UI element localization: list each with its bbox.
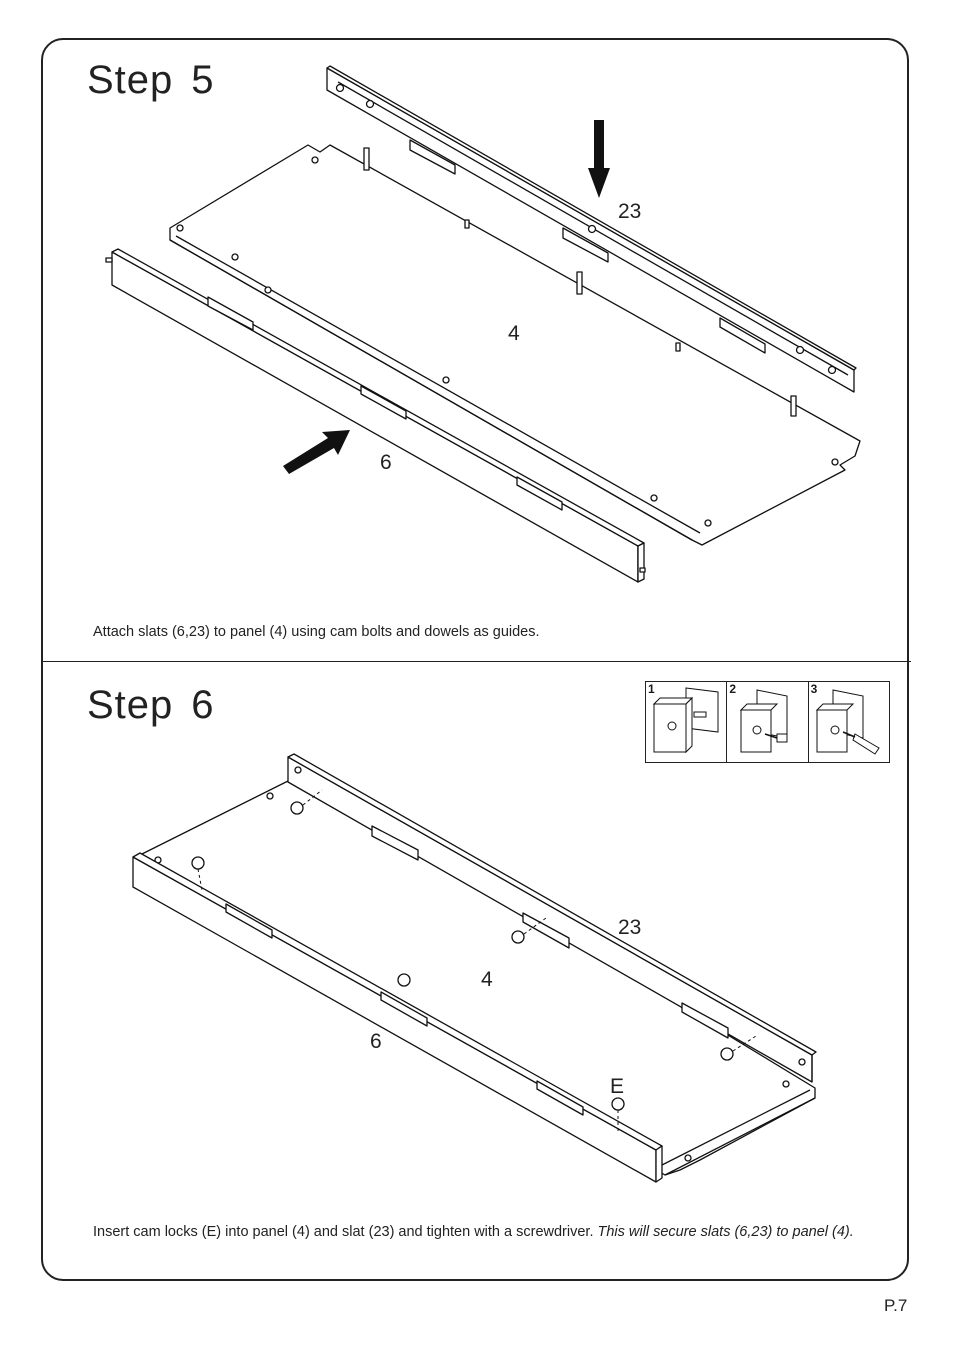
callout-6: 6 (370, 1030, 382, 1053)
cam-lock-inset: 1 2 3 (645, 681, 890, 763)
step5-word: Step (87, 58, 174, 102)
step6-instruction-italic: This will secure slats (6,23) to panel (… (597, 1224, 854, 1240)
callout-6: 6 (380, 451, 392, 474)
step5-arrows (283, 120, 610, 474)
callout-4: 4 (481, 968, 493, 991)
step5-number: 5 (191, 58, 215, 102)
inset-step-3-number: 3 (810, 682, 818, 696)
step6-instruction-main: Insert cam locks (E) into panel (4) and … (93, 1224, 598, 1240)
inset-step-2-number: 2 (729, 682, 737, 696)
step6-title: Step 6 (87, 683, 215, 728)
inset-step-2: 2 (727, 682, 809, 762)
step5-diagram: 23 4 6 (105, 65, 861, 583)
panel-4 (169, 144, 861, 546)
step6-instruction: Insert cam locks (E) into panel (4) and … (93, 1222, 883, 1242)
callout-23: 23 (618, 200, 641, 223)
step6-word: Step (87, 683, 174, 727)
step5-instruction: Attach slats (6,23) to panel (4) using c… (93, 624, 540, 640)
cam-locks (191, 801, 734, 1111)
callout-e: E (610, 1075, 624, 1098)
step6-diagram: 23 4 6 E (132, 753, 817, 1183)
page-number: P.7 (884, 1296, 908, 1315)
callout-23: 23 (618, 916, 641, 939)
inset-step-1: 1 (646, 682, 728, 762)
slat-6-assembled (132, 852, 663, 1183)
step-divider (41, 661, 911, 662)
slat-23-assembled (287, 753, 817, 1083)
inset-step-3: 3 (809, 682, 889, 762)
panel-4-assembled (139, 774, 816, 1176)
slat-23-back (326, 65, 857, 393)
step6-number: 6 (191, 683, 215, 727)
inset-step-1-number: 1 (648, 682, 655, 696)
page-frame (41, 38, 909, 1281)
callout-4: 4 (508, 322, 520, 345)
step5-title: Step 5 (87, 58, 215, 103)
slat-6-front (105, 248, 646, 583)
